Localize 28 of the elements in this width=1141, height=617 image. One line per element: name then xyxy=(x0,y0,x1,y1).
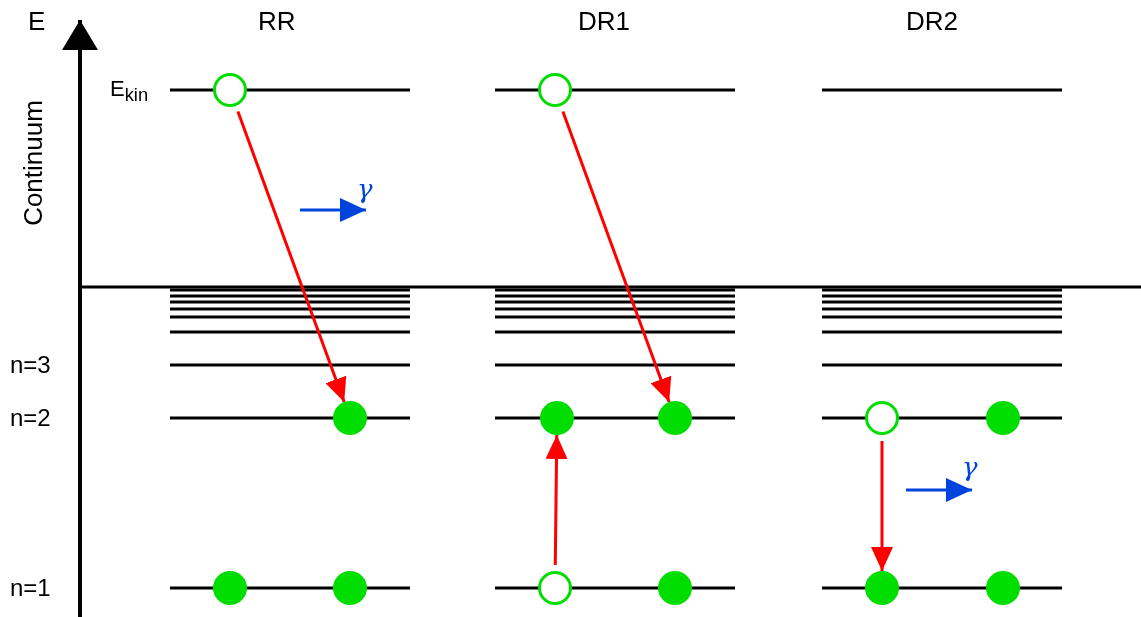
column-heading: RR xyxy=(258,8,296,34)
hollow-circle xyxy=(213,73,247,107)
hollow-circle xyxy=(538,571,572,605)
filled-dot xyxy=(333,401,367,435)
filled-dot xyxy=(986,571,1020,605)
photon-label: γ xyxy=(962,454,978,480)
level-label: n=3 xyxy=(10,353,51,377)
filled-dot xyxy=(333,571,367,605)
hollow-circle xyxy=(538,73,572,107)
column-heading: DR1 xyxy=(578,8,630,34)
filled-dot xyxy=(213,571,247,605)
arrow xyxy=(545,435,568,566)
filled-dot xyxy=(865,571,899,605)
level-label: E$_{kin}$ xyxy=(110,78,149,105)
filled-dot xyxy=(658,401,692,435)
filled-dot xyxy=(986,401,1020,435)
axis-label: E xyxy=(28,8,46,34)
column-heading: DR2 xyxy=(906,8,958,34)
photon-label: γ xyxy=(357,176,373,202)
filled-dot xyxy=(658,571,692,605)
hollow-circle xyxy=(865,401,899,435)
axis-label: Continuum xyxy=(19,100,46,226)
arrow xyxy=(561,111,672,403)
arrow xyxy=(871,441,893,571)
level-label: n=2 xyxy=(10,406,51,430)
level-label: n=1 xyxy=(10,576,51,600)
filled-dot xyxy=(540,401,574,435)
arrow xyxy=(236,111,347,403)
